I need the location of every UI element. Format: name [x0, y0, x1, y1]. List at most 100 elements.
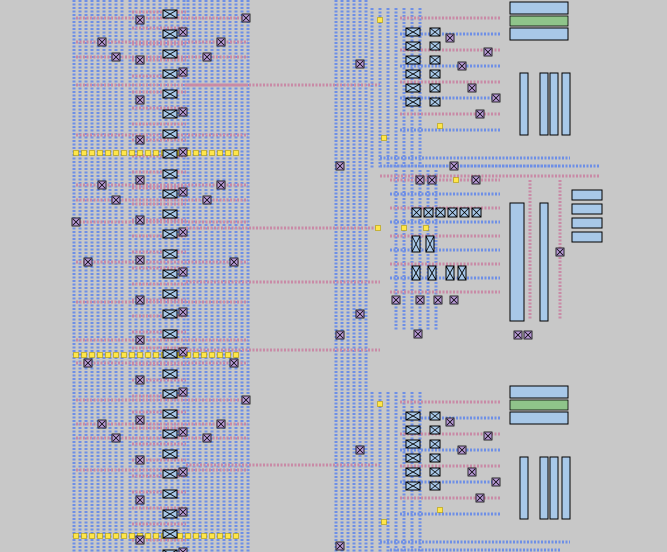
via-cross [416, 176, 424, 184]
via-cross [450, 296, 458, 304]
device-cell-cross [429, 55, 441, 65]
via-cross [203, 53, 211, 61]
device-cell [509, 385, 569, 399]
device-cell-cross [162, 529, 178, 539]
block-bottom [370, 385, 571, 552]
marker-square [233, 150, 239, 156]
device-finger [539, 72, 549, 136]
marker-square [89, 150, 95, 156]
marker-square [193, 352, 199, 358]
device-finger [549, 456, 559, 520]
marker-square [145, 533, 151, 539]
marker-square [377, 401, 383, 407]
device-cell-cross [405, 453, 421, 463]
device-cell-cross [429, 481, 441, 491]
marker-square [145, 150, 151, 156]
via-cross [112, 53, 120, 61]
via-cross [492, 478, 500, 486]
via-cross [472, 176, 480, 184]
marker-square [105, 533, 111, 539]
via-cross [136, 336, 144, 344]
via-cross [179, 388, 187, 396]
via-cross [434, 296, 442, 304]
via-cross [84, 258, 92, 266]
via-cross [179, 228, 187, 236]
block-middle [375, 161, 603, 340]
via-cross [179, 428, 187, 436]
device-cell-cross [423, 207, 434, 218]
via-cross [136, 376, 144, 384]
marker-square [97, 533, 103, 539]
via-cross [492, 94, 500, 102]
via-cross [458, 62, 466, 70]
device-cell-cross [162, 309, 178, 319]
device-cell-cross [429, 453, 441, 463]
via-cross [179, 468, 187, 476]
via-cross [336, 542, 344, 550]
via-cross [179, 148, 187, 156]
device-cell-cross [405, 41, 421, 51]
device-cell-cross [162, 89, 178, 99]
marker-square [201, 150, 207, 156]
device-cell-cross [162, 109, 178, 119]
device-cell-cross [162, 449, 178, 459]
left-bus-bank [71, 0, 251, 552]
device-cell-cross [162, 269, 178, 279]
marker-square [209, 533, 215, 539]
via-cross [98, 420, 106, 428]
marker-square [217, 533, 223, 539]
via-cross [203, 434, 211, 442]
device-cell [571, 189, 603, 201]
device-finger [509, 202, 525, 322]
device-cell-cross [162, 429, 178, 439]
marker-square [177, 533, 183, 539]
marker-square [217, 352, 223, 358]
device-cell-cross [429, 41, 441, 51]
marker-square [185, 533, 191, 539]
marker-square [153, 150, 159, 156]
device-cell-cross [447, 207, 458, 218]
central-trunk [186, 0, 380, 552]
device-cell-cross [162, 489, 178, 499]
device-cell-cross [429, 425, 441, 435]
via-cross [179, 108, 187, 116]
via-cross [476, 494, 484, 502]
via-cross [230, 359, 238, 367]
device-cell [509, 1, 569, 15]
via-cross [416, 296, 424, 304]
marker-square [121, 352, 127, 358]
device-finger [561, 72, 571, 136]
device-cell-cross [411, 265, 421, 281]
device-cell-cross [445, 265, 455, 281]
via-cross [336, 162, 344, 170]
marker-square [233, 352, 239, 358]
marker-square [209, 352, 215, 358]
device-cell-cross [429, 467, 441, 477]
device-cell-cross [405, 83, 421, 93]
poly-strip [509, 15, 569, 27]
via-cross [356, 60, 364, 68]
device-cell-cross [162, 49, 178, 59]
device-cell-cross [429, 83, 441, 93]
marker-square [113, 150, 119, 156]
device-cell-cross [162, 389, 178, 399]
via-cross [428, 176, 436, 184]
via-cross [136, 256, 144, 264]
marker-square [121, 533, 127, 539]
via-cross [179, 548, 187, 552]
via-cross [179, 188, 187, 196]
marker-square [381, 519, 387, 525]
via-cross [98, 181, 106, 189]
marker-square [81, 150, 87, 156]
via-cross [242, 14, 250, 22]
block-top [370, 1, 571, 168]
device-cell [162, 549, 178, 552]
marker-square [129, 352, 135, 358]
marker-square [113, 533, 119, 539]
device-cell-cross [429, 411, 441, 421]
device-finger [561, 456, 571, 520]
poly-strip [509, 399, 569, 411]
device-cell-cross [405, 439, 421, 449]
marker-square [423, 225, 429, 231]
